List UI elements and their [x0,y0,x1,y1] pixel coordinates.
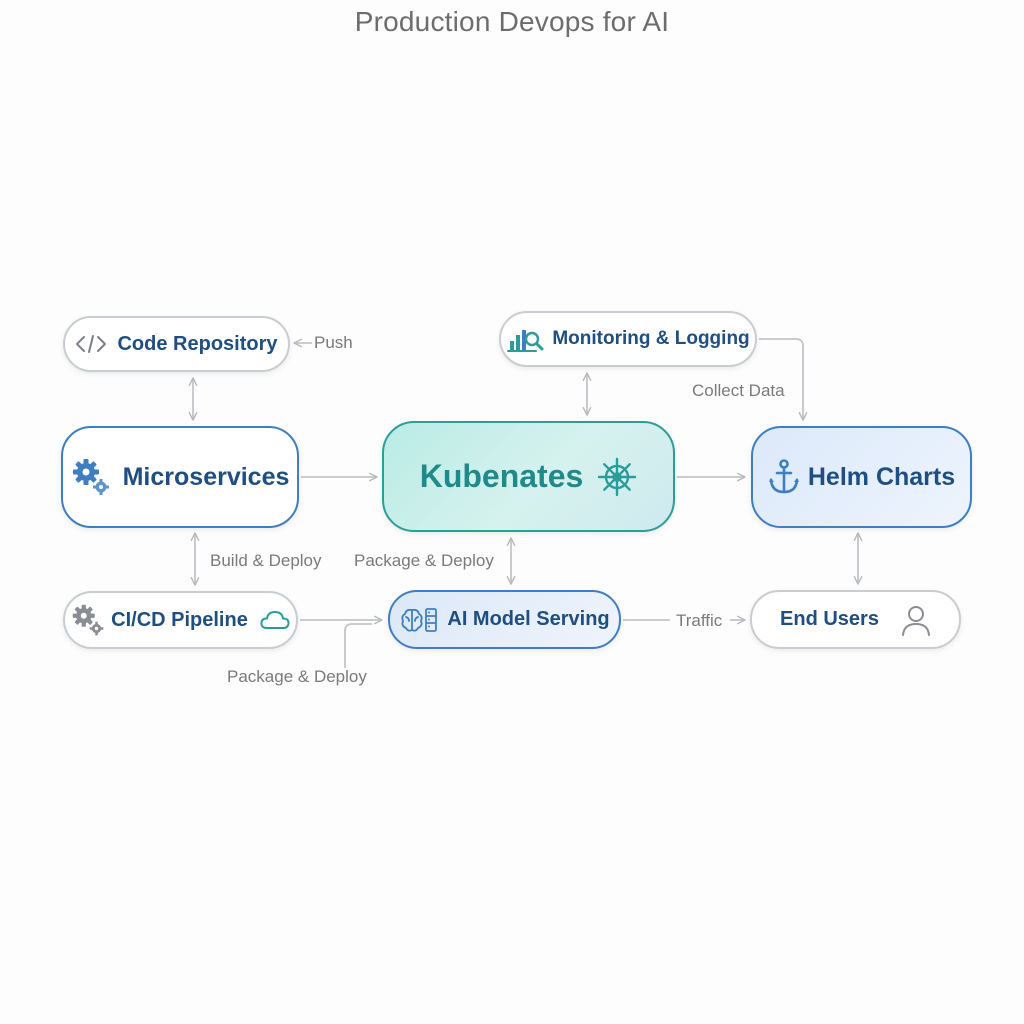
gears-icon [71,457,111,497]
end-users-node[interactable]: End Users [750,590,961,649]
diagram-title: Production Devops for AI [354,6,670,37]
edge-label-package-deploy-center: Package & Deploy [354,551,494,570]
kubenates-node[interactable]: Kubenates [382,421,675,532]
gears-icon [71,603,105,637]
end-users-label: End Users [780,608,879,630]
code-brackets-icon [75,334,107,354]
code-repository-node[interactable]: Code Repository [63,316,290,372]
microservices-node[interactable]: Microservices [61,426,299,528]
brain-server-icon [399,606,439,634]
anchor-icon [768,458,800,496]
user-icon [901,604,931,636]
edge-label-build-deploy: Build & Deploy [210,551,322,570]
monitoring-logging-node[interactable]: Monitoring & Logging [499,311,757,367]
cicd-pipeline-node[interactable]: CI/CD Pipeline [63,591,298,649]
edge-label-collect-data: Collect Data [692,381,785,400]
monitoring-logging-label: Monitoring & Logging [552,328,750,349]
code-repository-label: Code Repository [117,332,278,355]
cloud-icon [260,610,290,630]
edge-collect-data [759,338,808,421]
edge-label-push: Push [314,333,353,352]
edge-package-deploy-bottom [344,623,372,668]
ai-model-serving-label: AI Model Serving [447,608,610,630]
edge-label-package-deploy-bottom: Package & Deploy [227,667,367,686]
chart-magnifier-icon [506,324,544,354]
microservices-label: Microservices [122,462,290,491]
helm-charts-label: Helm Charts [807,462,956,491]
ai-model-serving-node[interactable]: AI Model Serving [388,590,621,649]
edge-label-traffic: Traffic [676,611,723,630]
cicd-pipeline-label: CI/CD Pipeline [111,608,248,631]
ship-wheel-icon [597,457,637,497]
kubenates-label: Kubenates [419,458,584,494]
helm-charts-node[interactable]: Helm Charts [751,426,972,528]
